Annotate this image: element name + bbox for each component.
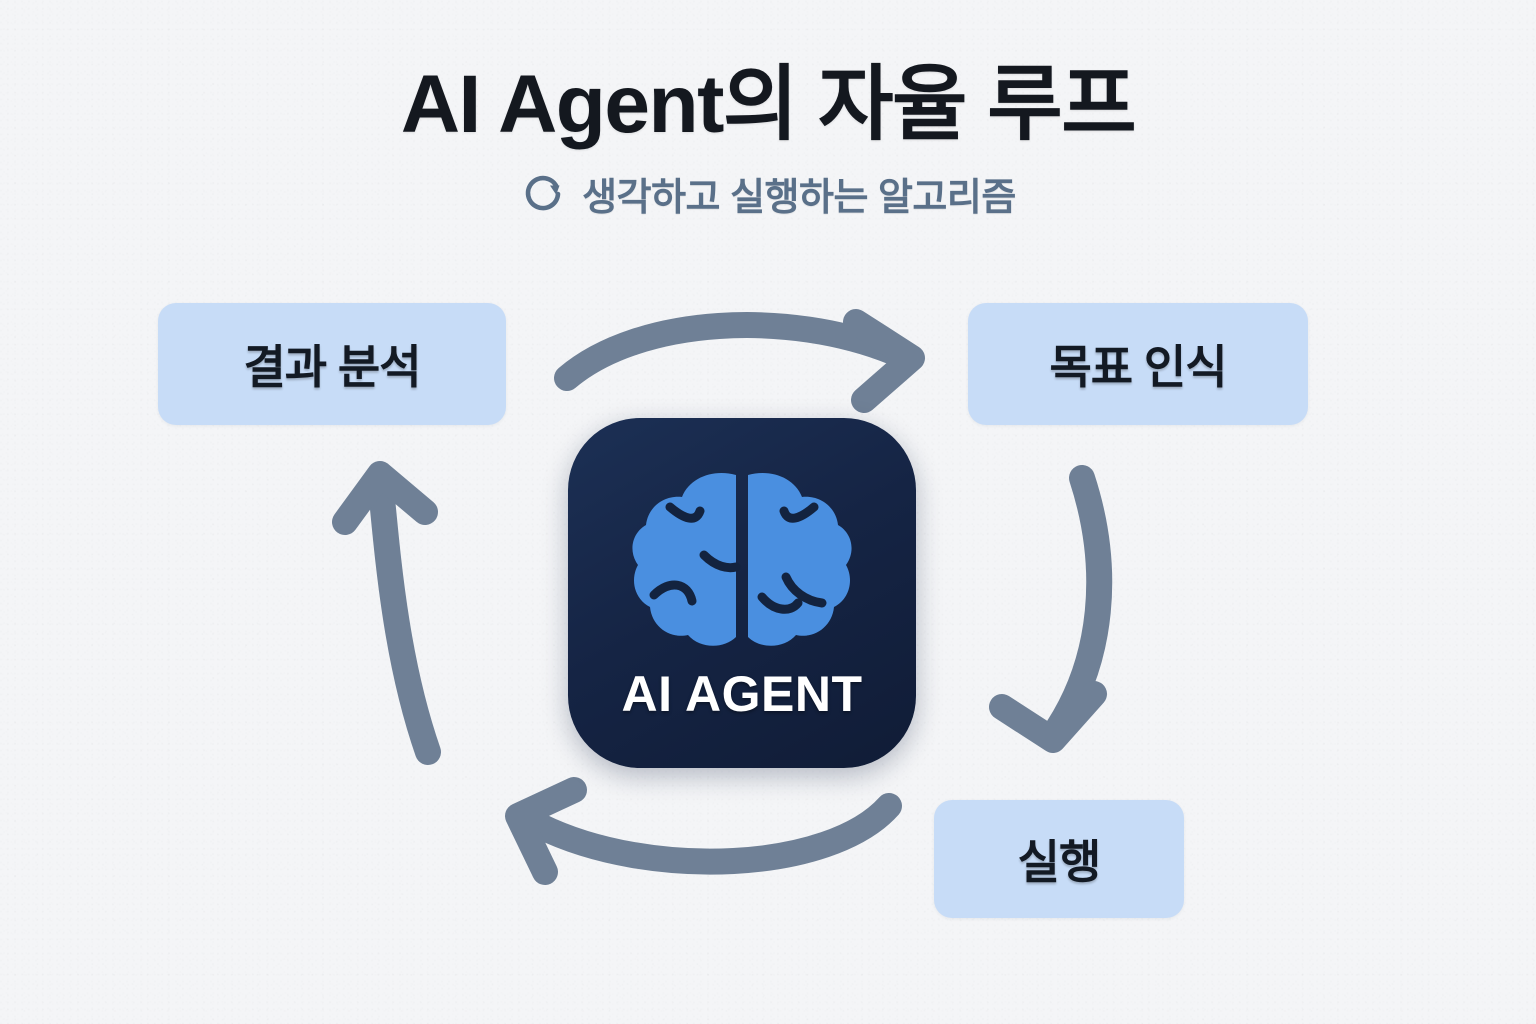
stage-chip-goal[interactable]: 목표 인식 <box>968 303 1308 425</box>
stage-chip-label: 목표 인식 <box>1049 341 1227 393</box>
curved-arrow-left-icon <box>505 777 902 885</box>
stage-chip-execute[interactable]: 실행 <box>934 800 1184 918</box>
ai-agent-card-label: AI AGENT <box>621 666 863 722</box>
ai-agent-card[interactable]: AI AGENT <box>568 418 916 768</box>
curved-arrow-up-icon <box>332 461 441 765</box>
curved-arrow-right-icon <box>554 309 925 413</box>
stage-chip-analyze[interactable]: 결과 분석 <box>158 303 506 425</box>
brain-icon <box>632 473 852 646</box>
subtitle-row: 생각하고 실행하는 알고리즘 <box>0 166 1536 221</box>
subtitle-text: 생각하고 실행하는 알고리즘 <box>582 177 1016 220</box>
page-title: AI Agent의 자율 루프 <box>400 59 1137 150</box>
header: AI Agent의 자율 루프 생각하고 실행하는 알고리즘 <box>0 0 1536 221</box>
refresh-loop-icon <box>525 175 561 210</box>
curved-arrow-down-icon <box>989 465 1113 753</box>
stage-chip-label: 결과 분석 <box>243 341 421 393</box>
stage-chip-label: 실행 <box>1017 836 1102 888</box>
